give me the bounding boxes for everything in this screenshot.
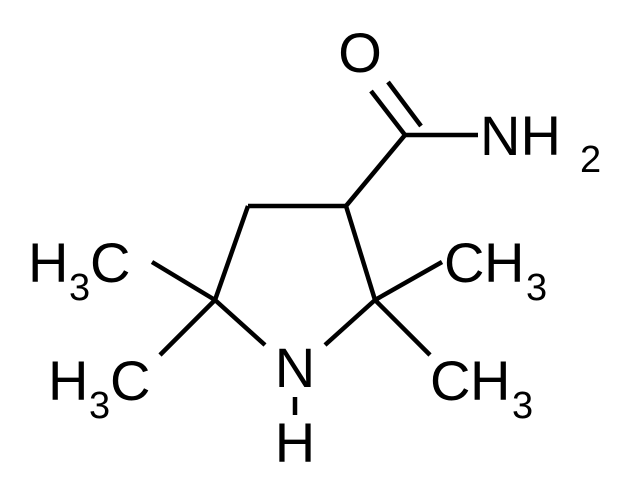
amide-nh-label: NH: [480, 104, 561, 167]
ring-bond-c5-n: [213, 298, 267, 347]
methyl-upper-left-c: C: [90, 231, 130, 294]
methyl-lower-left-label: H 3 C: [48, 349, 150, 427]
ring-nitrogen-hydrogen-label: H: [275, 411, 315, 474]
carbonyl-oxygen-label: O: [338, 21, 382, 84]
methyl-upper-right-c: C: [444, 231, 484, 294]
methyl-upper-left-label: H 3 C: [28, 231, 130, 309]
c5-methyl-upper-bond: [150, 260, 217, 302]
methyl-upper-left-h: H: [28, 231, 68, 294]
methyl-lower-left-h: H: [48, 349, 88, 412]
ring-bond-c3-c2: [343, 205, 378, 301]
methyl-lower-right-label: C H 3: [430, 349, 533, 427]
c2-methyl-upper-bond: [373, 260, 444, 302]
methyl-lower-left-subscript: 3: [89, 385, 110, 427]
carbonyl-double-bond-line-2: [386, 80, 423, 128]
methyl-upper-right-label: C H 3: [444, 231, 547, 309]
methyl-lower-right-h: H: [470, 349, 510, 412]
carbonyl-double-bond-line-1: [369, 89, 407, 137]
atom-labels: O NH 2 N H H 3 C H 3 C C H 3 C H 3: [28, 21, 601, 474]
amide-subscript-label: 2: [580, 139, 601, 181]
methyl-lower-right-c: C: [430, 349, 470, 412]
methyl-lower-left-c: C: [110, 349, 150, 412]
ring-bond-c2-n: [323, 298, 377, 347]
ring-nitrogen-label: N: [275, 336, 315, 399]
c2-methyl-lower-bond: [373, 298, 432, 357]
methyl-upper-right-subscript: 3: [526, 267, 547, 309]
methyl-lower-right-subscript: 3: [512, 385, 533, 427]
ring-bond-c4-c5: [212, 205, 251, 301]
methyl-upper-left-subscript: 3: [69, 267, 90, 309]
c5-methyl-lower-bond: [158, 298, 217, 357]
bonds: [150, 80, 478, 415]
methyl-upper-right-h: H: [484, 231, 524, 294]
carbonyl-ring-bond: [344, 133, 407, 208]
